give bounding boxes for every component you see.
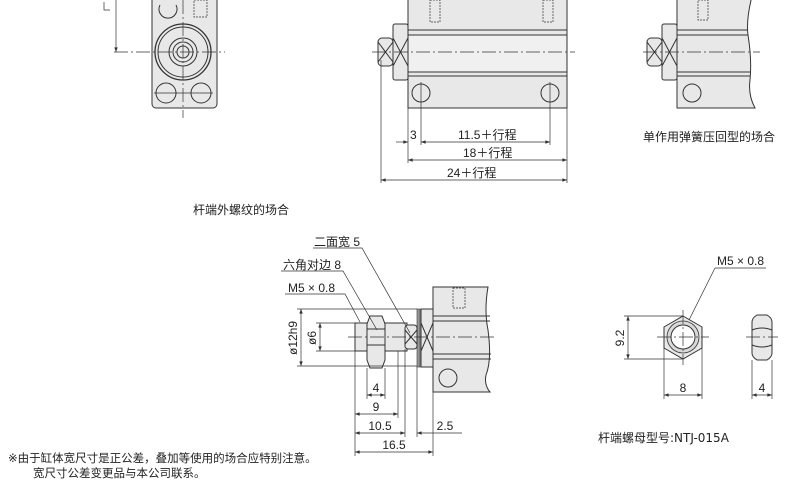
caption-single-acting: 单作用弹簧压回型的场合: [643, 129, 775, 144]
nut-model-caption: 杆端螺母型号:NTJ-015A: [598, 431, 730, 445]
leader-thread: [285, 293, 361, 323]
nut-thread-label: M5 × 0.8: [717, 254, 764, 268]
side-view-cylinder: [372, 0, 575, 183]
note-line-2: 宽尺寸公差变更品与本公司联系。: [33, 466, 206, 480]
keyhole-port: [158, 4, 178, 19]
mounting-hole: [682, 83, 702, 103]
cylinder-body: [432, 286, 492, 393]
front-view-cylinder: [103, 0, 225, 118]
cylinder-body: [676, 0, 756, 109]
note-line-1: ※由于缸体宽尺寸是正公差，叠加等使用的场合应特别注意。: [8, 451, 317, 465]
port-thread: [429, 0, 441, 23]
dim-dia6: ø6: [305, 331, 319, 345]
nut-side-faces: [751, 327, 773, 348]
caption-external-thread: 杆端外螺纹的场合: [193, 202, 289, 217]
rod-end-nut-drawing: [624, 267, 778, 399]
nut-dim-9-2: 9.2: [613, 329, 627, 346]
leader-thread: [688, 267, 766, 321]
body-stripe: [409, 35, 566, 72]
dim-18-stroke: 18＋行程: [463, 145, 512, 160]
dim-dia12h9: ø12h9: [286, 321, 300, 355]
port-thread: [697, 0, 709, 21]
dim-11-5-stroke: 11.5＋行程: [458, 127, 516, 142]
label-flats-5: 二面宽 5: [314, 234, 360, 249]
port-thread: [193, 0, 208, 18]
rod-end-detail: [281, 247, 496, 456]
port-thread: [452, 287, 466, 309]
label-hex-8: 六角对边 8: [283, 258, 341, 272]
dim-9: 9: [373, 400, 380, 414]
label-thread: M5 × 0.8: [288, 281, 335, 295]
dim-10-5: 10.5: [368, 419, 392, 433]
dim-2-5: 2.5: [437, 419, 454, 433]
mounting-hole: [438, 368, 458, 388]
dim-4: 4: [373, 381, 380, 395]
nut-side: [751, 314, 773, 361]
leader-flats: [313, 247, 411, 334]
nut-dim-4: 4: [759, 381, 766, 395]
dim-24-stroke: 24＋行程: [447, 165, 496, 180]
nut-dim-8: 8: [680, 381, 687, 395]
single-acting-view: [643, 0, 760, 109]
port-thread: [542, 0, 554, 23]
dim-16-5: 16.5: [382, 438, 406, 452]
height-dim-label-mark: [103, 2, 110, 11]
hex-nut-8: [366, 315, 386, 369]
dim-3: 3: [410, 128, 417, 142]
leader-hex: [281, 270, 378, 331]
